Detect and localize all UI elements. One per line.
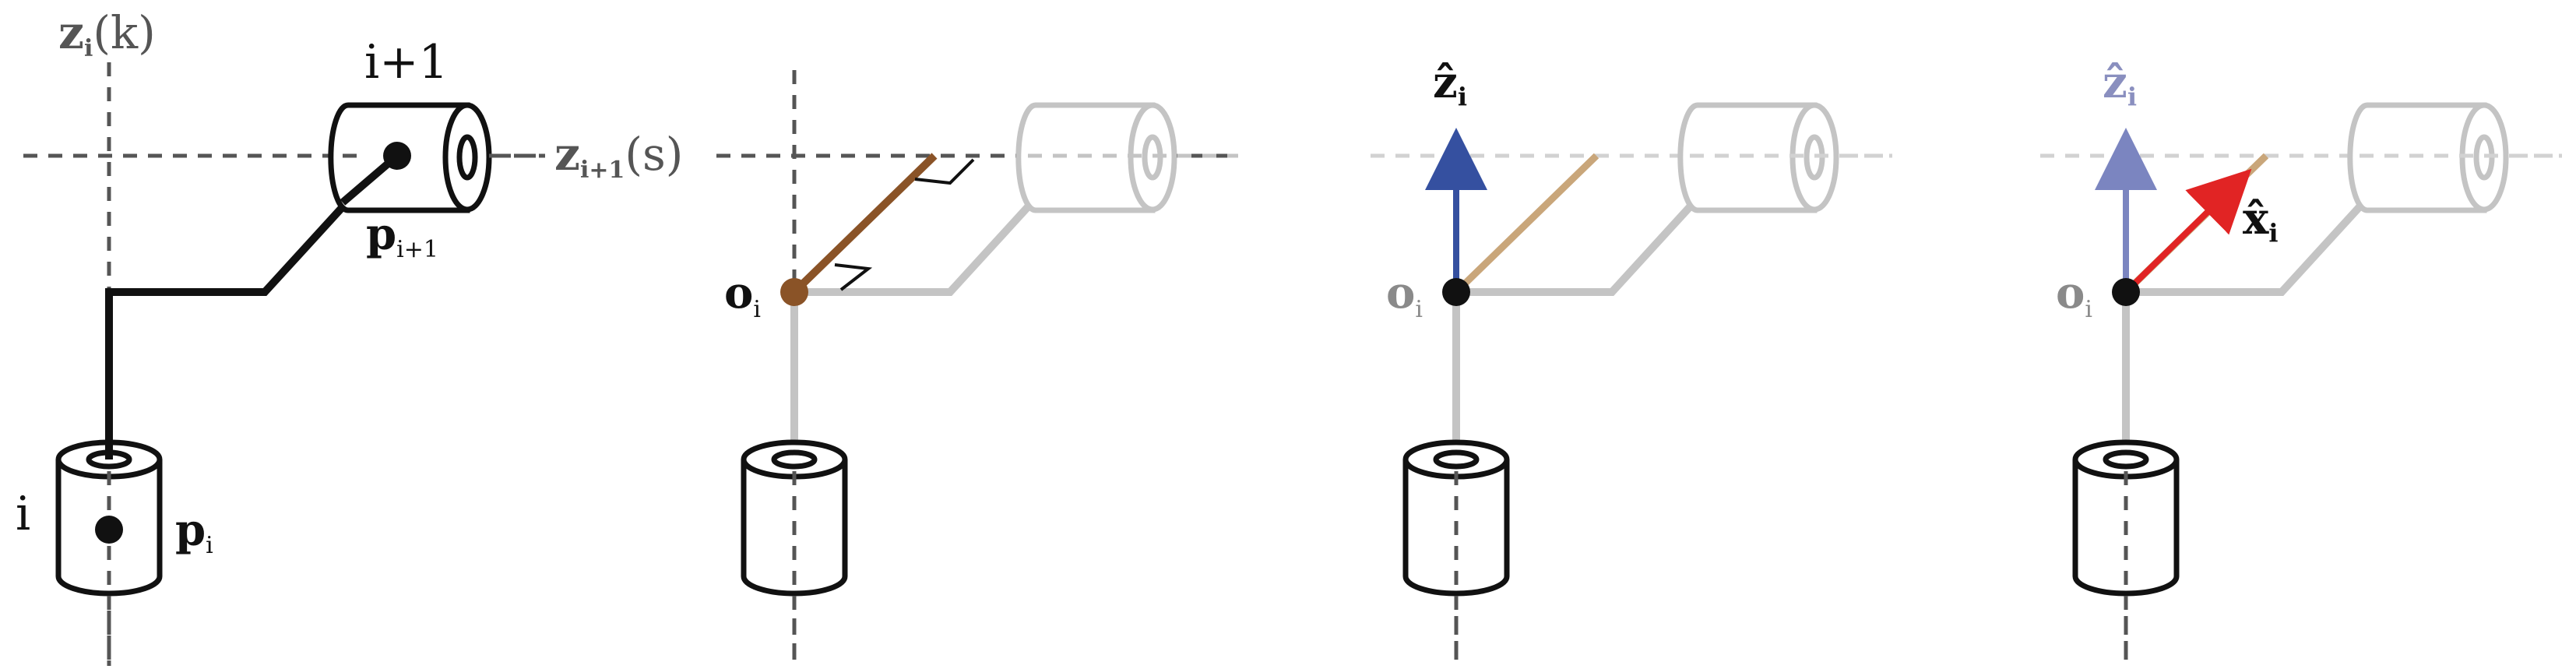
panel-2-origin: oi [716,70,1238,666]
panel-3-z-axis: ẑi oi [1371,57,1892,666]
z-hat-label: ẑi [1433,57,1467,111]
origin-o-i [780,278,808,306]
link-i [105,153,392,459]
origin-o-i-label: oi [724,267,761,323]
point-p-i-label: pi [175,505,213,559]
point-p-i [95,516,123,544]
origin-o-i-label-grey-4: oi [2056,267,2092,323]
joint-i-label: i [16,487,30,541]
point-p-i-plus-1-label: pi+1 [366,209,438,263]
joint-i-plus-1-label: i+1 [364,35,449,90]
origin-o-i-label-grey: oi [1386,267,1423,323]
common-normal-link [791,153,938,295]
x-hat-label: x̂i [2243,193,2279,248]
axis-z-i-label: zi(k) [58,6,156,62]
z-hat-label-faded: ẑi [2103,57,2137,111]
axis-z-i-plus-1-label: zi+1(s) [554,128,683,184]
panel-1-joint-geometry: zi(k) i+1 zi+1(s) pi+1 i pi [16,6,683,666]
point-p-i-plus-1 [383,142,411,170]
panel-4-x-axis: ẑi x̂i oi [2040,57,2562,666]
x-hat-arrow [2124,168,2252,294]
